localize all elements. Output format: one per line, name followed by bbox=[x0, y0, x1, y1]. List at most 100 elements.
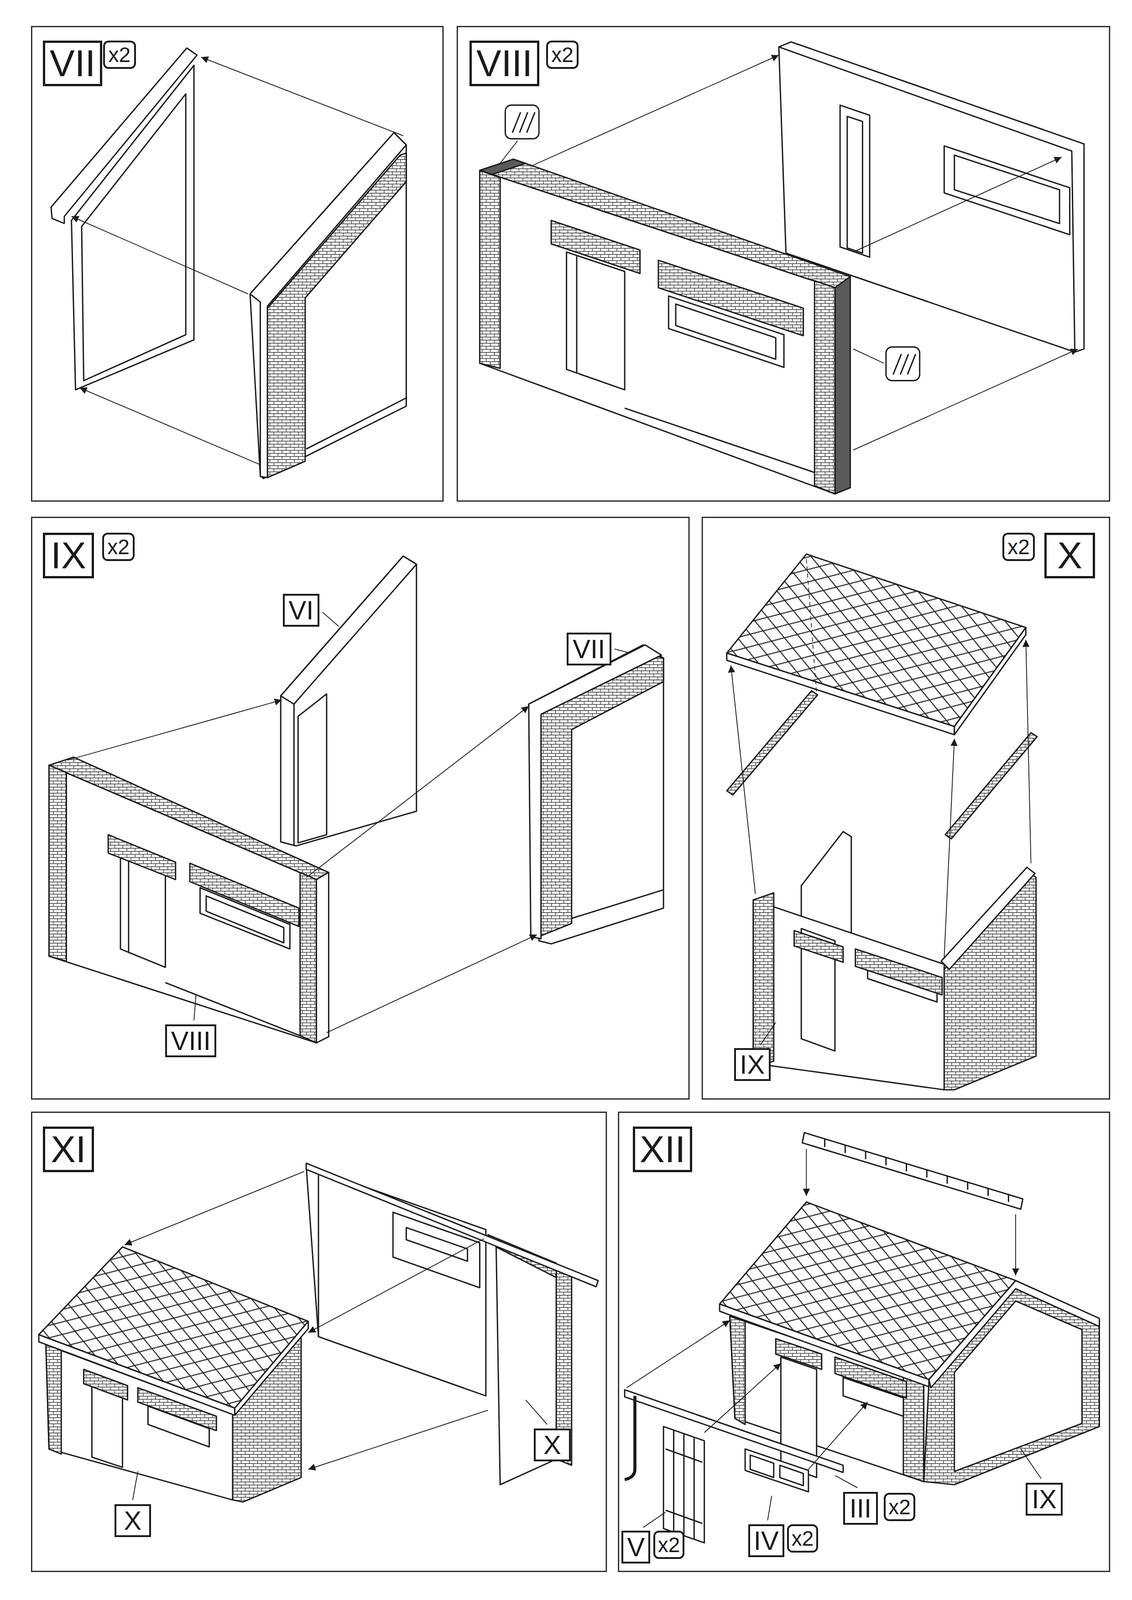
front-brick-wall bbox=[48, 765, 67, 962]
brick-gable-wall bbox=[250, 132, 407, 479]
label-text: IX bbox=[50, 537, 86, 575]
assembly-arrow bbox=[71, 216, 249, 294]
house-half bbox=[944, 872, 1036, 1091]
door-part bbox=[663, 1427, 705, 1544]
leader-line bbox=[500, 140, 518, 164]
barge-board bbox=[726, 691, 1038, 840]
house-half bbox=[941, 867, 1036, 971]
leader-line bbox=[642, 1449, 1041, 1529]
part-callout: IX bbox=[734, 1048, 772, 1082]
assembly-arrow bbox=[124, 1171, 488, 1470]
assembly-arrow bbox=[1025, 640, 1031, 864]
label-text: XII bbox=[639, 1131, 686, 1169]
assembly-arrow bbox=[626, 1149, 1016, 1470]
ridge-cap bbox=[824, 1139, 1009, 1203]
glue-icon bbox=[893, 354, 916, 375]
gutter-part bbox=[624, 1390, 844, 1473]
assembly-arrow bbox=[124, 1171, 305, 1246]
front-brick-wall bbox=[300, 872, 317, 1044]
assembly-arrow bbox=[79, 387, 260, 465]
leader-line bbox=[132, 1400, 548, 1501]
assembled-house bbox=[719, 1304, 929, 1388]
door-part bbox=[663, 1427, 705, 1544]
gable-frame-part bbox=[71, 65, 194, 390]
part-callout: X bbox=[114, 1504, 152, 1538]
panel-frames bbox=[31, 26, 1110, 1572]
step-number: XI bbox=[42, 1126, 94, 1173]
assembly-arrow bbox=[944, 739, 955, 958]
panel-frames bbox=[31, 26, 444, 501]
assembly-arrow bbox=[805, 1149, 807, 1197]
glue-icon bbox=[512, 112, 535, 133]
front-brick-wall bbox=[108, 834, 176, 880]
window-part bbox=[745, 1449, 809, 1493]
house-half bbox=[794, 930, 844, 963]
inner-wall-panel bbox=[944, 146, 1070, 235]
step-number: IX bbox=[42, 532, 94, 579]
label-text: IX bbox=[1031, 1486, 1057, 1513]
assembly-arrow bbox=[201, 57, 404, 136]
assembly-arrow bbox=[67, 700, 282, 761]
step-number: VIII bbox=[469, 40, 540, 87]
inner-wall-panel bbox=[839, 105, 870, 258]
ridge-cap bbox=[802, 1132, 1023, 1210]
front-brick-wall bbox=[834, 276, 851, 495]
panel-frames bbox=[618, 1112, 1110, 1573]
quantity-badge: x2 bbox=[103, 40, 136, 69]
assembled-house bbox=[843, 1377, 904, 1417]
window-part bbox=[779, 1465, 804, 1487]
assembly-arrow bbox=[308, 1410, 489, 1471]
quantity-badge: x2 bbox=[883, 1493, 916, 1522]
step-number: XII bbox=[632, 1126, 693, 1173]
gutter-part bbox=[624, 1390, 844, 1481]
leader-line bbox=[614, 649, 631, 654]
brick-gable-wall bbox=[528, 645, 664, 945]
roof-panel bbox=[806, 559, 817, 694]
gable-frame-part bbox=[280, 556, 417, 846]
door-part bbox=[665, 1431, 703, 1541]
panel-frames bbox=[457, 26, 1110, 501]
part-callout: IV bbox=[748, 1524, 785, 1558]
ridge-cap bbox=[802, 1132, 1023, 1210]
gable-frame-part bbox=[293, 704, 295, 847]
front-brick-wall bbox=[814, 280, 835, 495]
glue-icon bbox=[505, 105, 920, 381]
assembly-arrow bbox=[306, 706, 529, 878]
panel-frames bbox=[31, 1112, 607, 1573]
house-half bbox=[753, 900, 945, 1091]
assembly-arrow bbox=[532, 55, 1079, 451]
front-brick-wall bbox=[576, 256, 578, 374]
front-brick-wall bbox=[48, 757, 329, 880]
front-brick-wall bbox=[316, 872, 329, 1044]
leader-line bbox=[132, 1471, 138, 1501]
window-part bbox=[750, 1455, 774, 1478]
leader-line bbox=[760, 1022, 777, 1046]
quantity-badge: x2 bbox=[1002, 532, 1036, 562]
label-text: VII bbox=[572, 636, 606, 663]
label-text: VI bbox=[288, 597, 314, 624]
front-brick-wall bbox=[566, 252, 626, 391]
house-half bbox=[306, 1163, 599, 1486]
panel-frames bbox=[31, 517, 689, 1100]
assembly-arrow bbox=[855, 157, 1062, 252]
leader-line bbox=[1020, 1449, 1042, 1480]
label-text: x2 bbox=[107, 536, 130, 558]
part-callout: VI bbox=[282, 594, 320, 627]
quantity-badge: x2 bbox=[653, 1531, 685, 1560]
assembly-arrow bbox=[730, 665, 756, 895]
quantity-badge: x2 bbox=[546, 40, 580, 69]
label-text: IX bbox=[739, 1051, 765, 1079]
inner-wall-panel bbox=[847, 116, 863, 254]
assembled-house bbox=[719, 1202, 1016, 1380]
step-number: X bbox=[1044, 532, 1096, 579]
glue-icon bbox=[886, 347, 920, 381]
label-text: III bbox=[849, 1495, 872, 1523]
part-callout: VIII bbox=[165, 1024, 217, 1058]
label-text: x2 bbox=[791, 1528, 814, 1550]
label-text: XI bbox=[50, 1131, 86, 1169]
label-text: X bbox=[543, 1432, 562, 1459]
label-text: x2 bbox=[657, 1534, 681, 1556]
panel-frames bbox=[702, 517, 1110, 1100]
